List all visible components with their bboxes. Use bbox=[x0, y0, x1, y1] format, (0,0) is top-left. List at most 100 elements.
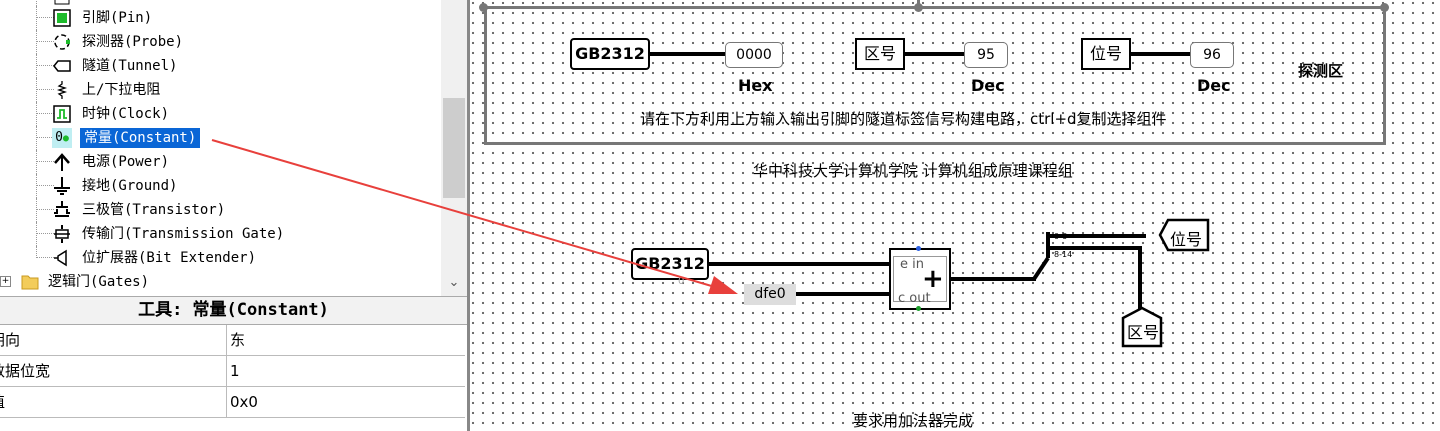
qu-tunnel-top[interactable]: 区号 bbox=[855, 38, 905, 70]
scroll-down-icon[interactable]: ⌄ bbox=[448, 275, 460, 290]
wei-label: 位号 bbox=[1089, 44, 1122, 63]
requirement-text: 要求用加法器完成 bbox=[853, 412, 974, 430]
prop-value-value[interactable]: 0x0 bbox=[230, 393, 258, 411]
faint-zero: 0 bbox=[678, 276, 685, 287]
power-icon bbox=[54, 153, 70, 171]
prop-key: 数据位宽 bbox=[0, 356, 227, 386]
constant-component[interactable]: dfe0 bbox=[744, 284, 796, 305]
gb2312-label: GB2312 bbox=[635, 254, 705, 273]
tree-item-label: 探测器(Probe) bbox=[82, 34, 184, 50]
probe-area-label: 探测区 bbox=[1298, 62, 1344, 80]
tree-item-label: 时钟(Clock) bbox=[82, 106, 170, 122]
transmission-gate-icon bbox=[54, 225, 70, 243]
instruction-text: 请在下方利用上方输入输出引脚的隧道标签信号构建电路，ctrl+d复制选择组件 bbox=[640, 110, 1167, 128]
splitter-top-range: 0-6 bbox=[1054, 232, 1068, 241]
tree-item-gates[interactable]: + 逻辑门(Gates) bbox=[0, 270, 432, 294]
properties-panel: 工具: 常量(Constant) 朝向 东 数据位宽 1 值 0x0 bbox=[0, 296, 467, 431]
bit-extender-icon bbox=[54, 249, 67, 267]
qu-unit: Dec bbox=[971, 76, 1005, 95]
wei-tunnel-bottom[interactable] bbox=[1158, 218, 1210, 252]
tree-item-pull-resistor[interactable]: 上/下拉电阻 bbox=[0, 78, 440, 102]
pull-resistor-icon bbox=[56, 81, 68, 99]
tree-item-transistor[interactable]: 三极管(Transistor) bbox=[0, 198, 440, 222]
tunnel-icon bbox=[53, 60, 71, 72]
frame-node bbox=[479, 3, 488, 12]
adder-plus-icon: + bbox=[922, 264, 944, 294]
component-tree: 引脚(Pin) 探测器(Probe) 隧道(Tunnel) 上/下拉电阻 时钟(… bbox=[0, 0, 441, 296]
circuit-canvas[interactable]: GB2312 0000 Hex 区号 95 Dec 位号 96 Dec 探测区 … bbox=[470, 0, 1440, 431]
splitter-component[interactable] bbox=[1030, 228, 1150, 288]
tree-item-tunnel[interactable]: 隧道(Tunnel) bbox=[0, 54, 440, 78]
wire bbox=[951, 277, 1036, 281]
hex-label: Hex bbox=[738, 76, 773, 95]
prop-row-facing: 朝向 东 bbox=[0, 325, 465, 356]
probe-area-top-wire bbox=[482, 6, 1388, 9]
wire bbox=[796, 292, 891, 296]
prop-key: 朝向 bbox=[0, 325, 227, 355]
tree-item-label: 位扩展器(Bit Extender) bbox=[82, 250, 257, 266]
probe-area-frame bbox=[484, 6, 1386, 145]
tree-item-transmission-gate[interactable]: 传输门(Transmission Gate) bbox=[0, 222, 440, 246]
gb2312-tunnel-bottom[interactable]: GB2312 bbox=[631, 248, 709, 280]
wei-probe[interactable]: 96 bbox=[1190, 42, 1234, 68]
qu-label: 区号 bbox=[863, 44, 896, 63]
gb2312-tunnel-top[interactable]: GB2312 bbox=[570, 38, 650, 70]
tree-item-label: 引脚(Pin) bbox=[82, 10, 153, 26]
tree-item-label: 上/下拉电阻 bbox=[82, 82, 161, 98]
prop-row-bitwidth: 数据位宽 1 bbox=[0, 356, 465, 387]
splitter-bottom-range: 8-14 bbox=[1054, 250, 1073, 259]
qu-probe[interactable]: 95 bbox=[964, 42, 1008, 68]
adder-pin-top bbox=[916, 246, 921, 251]
wei-tunnel-top[interactable]: 位号 bbox=[1081, 38, 1131, 70]
tree-item-power[interactable]: 电源(Power) bbox=[0, 150, 440, 174]
wire bbox=[709, 262, 891, 266]
adder-pin-bottom bbox=[916, 306, 921, 311]
tree-item-bit-extender[interactable]: 位扩展器(Bit Extender) bbox=[0, 246, 440, 270]
properties-title: 工具: 常量(Constant) bbox=[0, 297, 467, 325]
expand-plus-icon[interactable]: + bbox=[0, 276, 11, 287]
wire bbox=[650, 52, 726, 56]
transistor-icon bbox=[54, 201, 70, 217]
probe-icon bbox=[54, 34, 70, 50]
credit-text: 华中科技大学计算机学院 计算机组成原理课程组 bbox=[753, 162, 1073, 180]
tree-item-label: 隧道(Tunnel) bbox=[82, 58, 178, 74]
qu-label: 区号 bbox=[1127, 323, 1160, 342]
tree-scrollbar-thumb[interactable] bbox=[443, 98, 465, 198]
wei-label: 位号 bbox=[1170, 230, 1203, 249]
ground-icon bbox=[54, 177, 70, 195]
prop-row-value: 值 0x0 bbox=[0, 387, 465, 418]
constant-icon-text: 0 bbox=[55, 130, 63, 145]
constant-icon: 0● bbox=[52, 128, 72, 148]
tree-item-label: 接地(Ground) bbox=[82, 178, 178, 194]
adder-e-in: e in bbox=[900, 257, 924, 272]
tree-item-clock[interactable]: 时钟(Clock) bbox=[0, 102, 440, 126]
adder-c-out: c out bbox=[898, 291, 931, 306]
wire bbox=[1138, 248, 1142, 310]
qu-probe-value: 95 bbox=[977, 47, 995, 63]
constant-value: dfe0 bbox=[754, 286, 786, 302]
tree-item-ground[interactable]: 接地(Ground) bbox=[0, 174, 440, 198]
tree-item-label: 电源(Power) bbox=[82, 154, 170, 170]
frame-wire-stub bbox=[917, 0, 920, 8]
frame-node bbox=[1380, 3, 1389, 12]
folder-icon bbox=[21, 275, 39, 290]
hex-probe[interactable]: 0000 bbox=[725, 42, 783, 68]
clock-icon bbox=[53, 105, 71, 123]
tree-item-probe[interactable]: 探测器(Probe) bbox=[0, 30, 440, 54]
tree-item-pin[interactable]: 引脚(Pin) bbox=[0, 6, 440, 30]
adder-inner-frame bbox=[893, 256, 947, 302]
pin-icon bbox=[53, 9, 71, 27]
prop-value-facing[interactable]: 东 bbox=[230, 331, 246, 349]
qu-tunnel-bottom[interactable] bbox=[1121, 306, 1163, 348]
tree-item-label: 常量(Constant) bbox=[80, 128, 201, 148]
pin-icon bbox=[54, 0, 70, 5]
tree-row-partial bbox=[0, 0, 440, 10]
wei-probe-value: 96 bbox=[1203, 47, 1221, 63]
tree-item-label: 传输门(Transmission Gate) bbox=[82, 226, 285, 242]
tree-item-label: 三极管(Transistor) bbox=[82, 202, 226, 218]
gb2312-label: GB2312 bbox=[575, 44, 645, 63]
prop-value-bitwidth[interactable]: 1 bbox=[230, 362, 240, 380]
wire bbox=[1131, 52, 1191, 56]
tree-item-constant[interactable]: 0● 常量(Constant) bbox=[0, 126, 440, 150]
hex-probe-value: 0000 bbox=[736, 47, 772, 63]
